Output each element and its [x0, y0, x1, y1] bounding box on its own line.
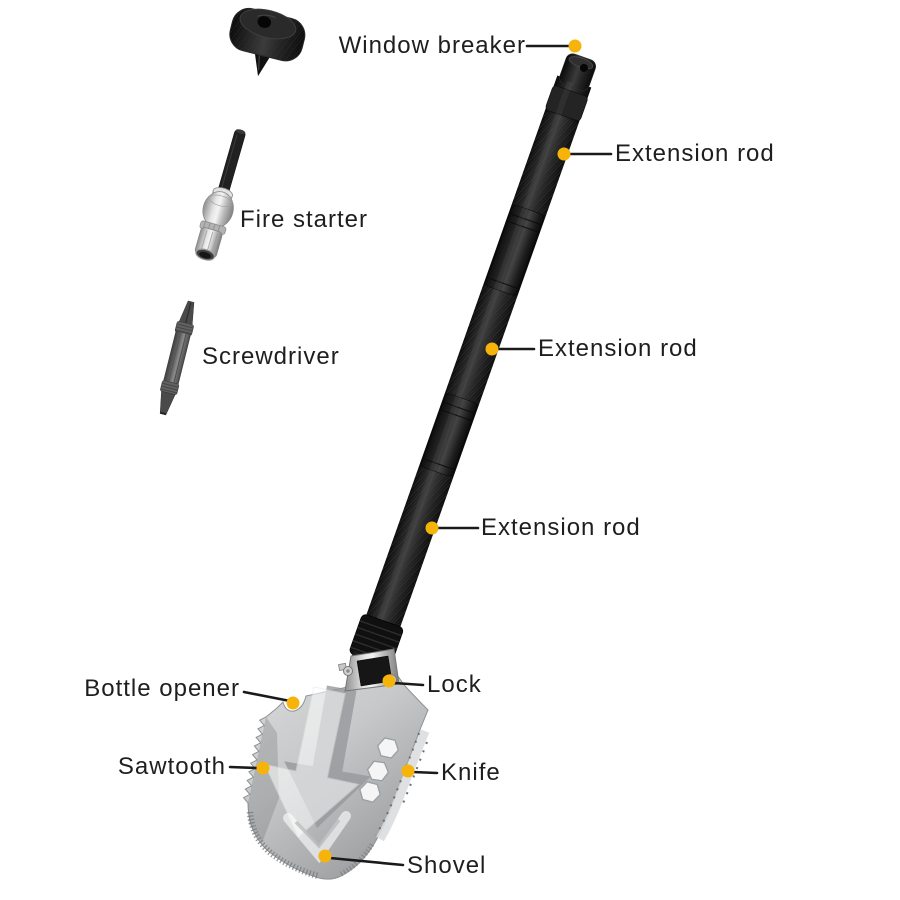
callout-dot [425, 521, 439, 535]
label-shovel: Shovel [407, 852, 487, 879]
callout-dot [318, 849, 332, 863]
callout-extension-rod-3 [425, 521, 480, 535]
lanyard-hole [579, 63, 588, 72]
fire-starter-opening [199, 251, 211, 259]
label-extension-rod-2: Extension rod [538, 335, 698, 362]
hex-hole [359, 781, 381, 803]
blade-arrow [263, 686, 360, 838]
hex-hole [376, 737, 400, 759]
label-lock: Lock [427, 671, 482, 698]
screwdriver-tool [159, 300, 195, 416]
callout-shovel [318, 849, 405, 867]
label-extension-rod-1: Extension rod [615, 140, 775, 167]
callout-dot [286, 696, 300, 710]
label-bottle-opener: Bottle opener [84, 675, 240, 702]
callout-line [392, 681, 425, 687]
callout-dot [256, 761, 270, 775]
label-window-breaker: Window breaker [338, 32, 526, 59]
callout-dot [382, 674, 396, 688]
callout-dot [568, 39, 582, 53]
rim-rasp [246, 811, 319, 880]
knife-bevel [376, 729, 430, 842]
rod-connector [421, 393, 477, 477]
callout-dot [557, 147, 571, 161]
fire-starter-tool [194, 129, 246, 261]
callout-sawtooth [228, 761, 270, 775]
flat-tip [159, 390, 176, 416]
label-extension-rod-3: Extension rod [481, 514, 641, 541]
ferro-rod [217, 129, 246, 196]
hex-hole [366, 760, 390, 782]
callouts [228, 39, 613, 867]
rod-connector [485, 205, 544, 296]
callout-knife [401, 764, 439, 778]
hex-shaft [163, 330, 191, 386]
callout-line [242, 690, 292, 703]
window-breaker-tool [229, 7, 306, 77]
shovel-handle [349, 53, 596, 672]
callout-dot [485, 342, 499, 356]
callout-dot [401, 764, 415, 778]
label-knife: Knife [441, 759, 501, 786]
shovel-blade [242, 674, 430, 880]
label-sawtooth: Sawtooth [117, 753, 226, 780]
label-screwdriver: Screwdriver [202, 343, 340, 370]
callout-window-breaker [525, 39, 582, 53]
callout-line [228, 765, 259, 770]
callout-line [411, 770, 439, 775]
blade-left-bevel [248, 717, 279, 843]
callout-bottle-opener [242, 690, 300, 710]
callout-extension-rod-2 [485, 342, 536, 356]
blade-chevron-inner [294, 818, 341, 849]
callout-lock [382, 674, 425, 688]
label-fire-starter: Fire starter [240, 206, 369, 233]
breaker-hole [257, 16, 272, 28]
callout-line [328, 856, 405, 867]
callout-extension-rod-1 [557, 147, 613, 161]
